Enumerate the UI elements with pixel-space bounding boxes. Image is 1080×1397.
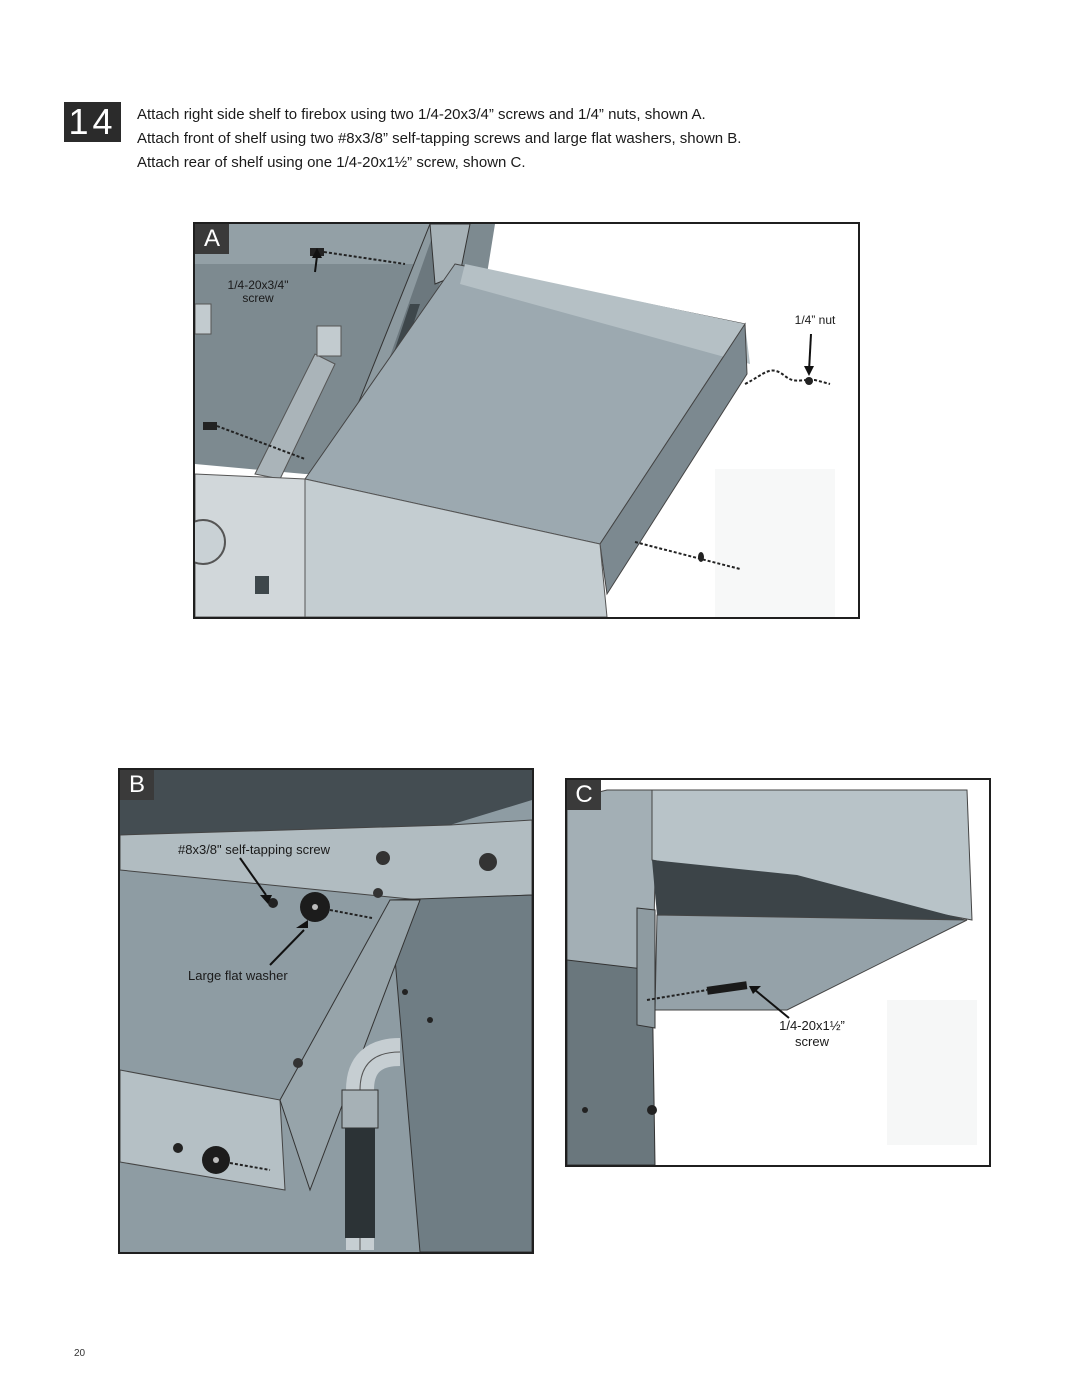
instruction-line-b: Attach front of shelf using two #8x3/8” … [137,130,742,147]
panel-b-washer-label: Large flat washer [188,968,288,983]
panel-c-screw-word: screw [795,1034,829,1049]
shelf-attachment-illustration-b [120,770,532,1252]
panel-a-screw-label: 1/4-20x3/4" screw [223,279,293,305]
illustration-panel-c: C 1/4-20x1½” screw [565,778,991,1167]
page-number: 20 [74,1348,86,1359]
shelf-attachment-illustration-c [567,780,989,1165]
shelf-attachment-illustration-a [195,224,858,617]
illustration-panel-b: B #8x3/8" se [118,768,534,1254]
panel-b-screw-label: #8x3/8" self-tapping screw [178,842,331,857]
panel-c-letter: C [567,780,601,810]
panel-a-letter: A [195,224,229,254]
instruction-line-c: Attach rear of shelf using one 1/4-20x1½… [137,154,526,171]
step-number-badge: 14 [64,102,121,142]
instruction-line-a: Attach right side shelf to firebox using… [137,106,706,123]
panel-b-letter: B [120,770,154,800]
illustration-panel-a: A [193,222,860,619]
panel-a-nut-label: 1/4” nut [794,313,836,327]
panel-c-screw-size: 1/4-20x1½” [779,1018,845,1033]
panel-a-screw-word: screw [242,291,274,305]
step-instructions: Attach right side shelf to firebox using… [137,103,1037,175]
panel-a-screw-size: 1/4-20x3/4" [227,278,289,292]
panel-c-screw-label: 1/4-20x1½” screw [767,1018,857,1050]
